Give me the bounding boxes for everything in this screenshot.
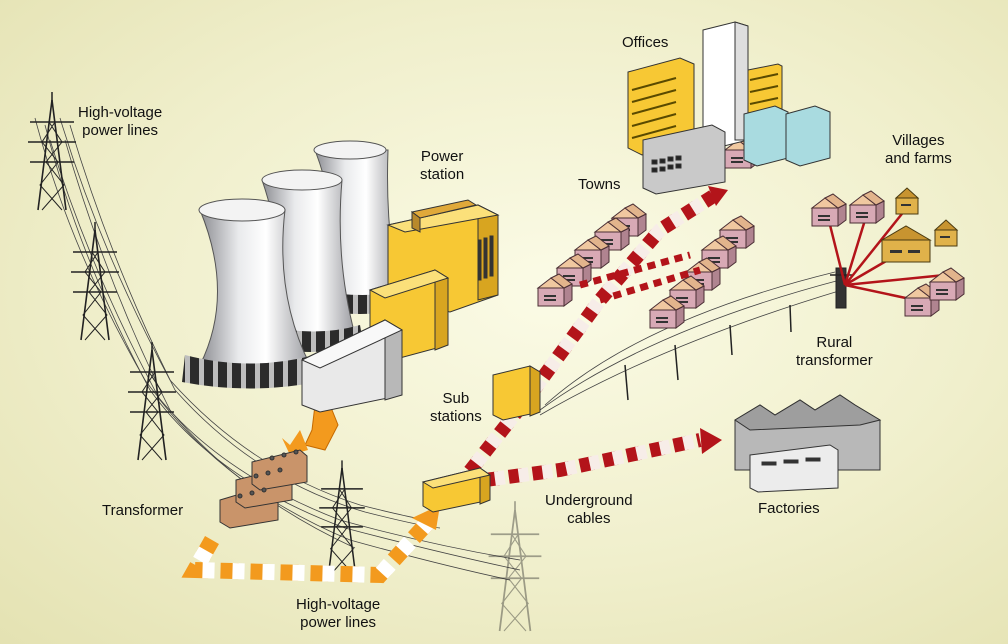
factory-buildings xyxy=(734,394,882,493)
label-factories: Factories xyxy=(758,500,820,517)
label-rural-transformer: Rural transformer xyxy=(796,334,873,370)
label-sub-stations: Sub stations xyxy=(430,390,482,426)
label-underground-cables: Underground cables xyxy=(545,492,633,528)
pylon-faded-icon xyxy=(487,500,543,632)
power-station-buildings xyxy=(300,199,500,413)
label-line: Underground xyxy=(545,492,633,509)
label-line: Power xyxy=(420,148,464,165)
label-high-voltage-bottom: High-voltage power lines xyxy=(296,596,380,632)
label-transformer: Transformer xyxy=(102,502,184,519)
label-line: High-voltage xyxy=(78,104,163,121)
village-houses xyxy=(811,187,965,317)
label-villages: Villages and farms xyxy=(885,132,952,168)
label-line: Sub xyxy=(442,390,470,407)
sub-station-boxes xyxy=(421,365,541,513)
label-line: cables xyxy=(567,510,611,527)
label-line: stations xyxy=(430,408,482,425)
label-line: and farms xyxy=(885,150,952,167)
distribution-flow-arrows xyxy=(449,189,719,495)
label-towns: Towns xyxy=(578,176,621,193)
cooling-tower-icon xyxy=(182,198,318,389)
label-line: Rural xyxy=(816,334,853,351)
office-buildings xyxy=(627,21,831,195)
power-flow-arrow xyxy=(181,404,440,584)
label-line: power lines xyxy=(82,122,159,139)
label-line: Villages xyxy=(892,132,945,149)
pylon-icon xyxy=(127,341,177,461)
pylon-icon xyxy=(70,221,120,341)
label-line: station xyxy=(420,166,465,183)
label-line: High-voltage xyxy=(296,596,381,613)
pylon-icon xyxy=(318,459,366,574)
label-line: power lines xyxy=(300,614,377,631)
label-line: transformer xyxy=(796,352,873,369)
distribution-poles xyxy=(624,304,792,401)
label-high-voltage-top: High-voltage power lines xyxy=(78,104,162,140)
transformer-units xyxy=(219,449,308,529)
town-feed-lines xyxy=(579,251,702,304)
label-offices: Offices xyxy=(622,34,669,51)
label-power-station: Power station xyxy=(420,148,464,184)
